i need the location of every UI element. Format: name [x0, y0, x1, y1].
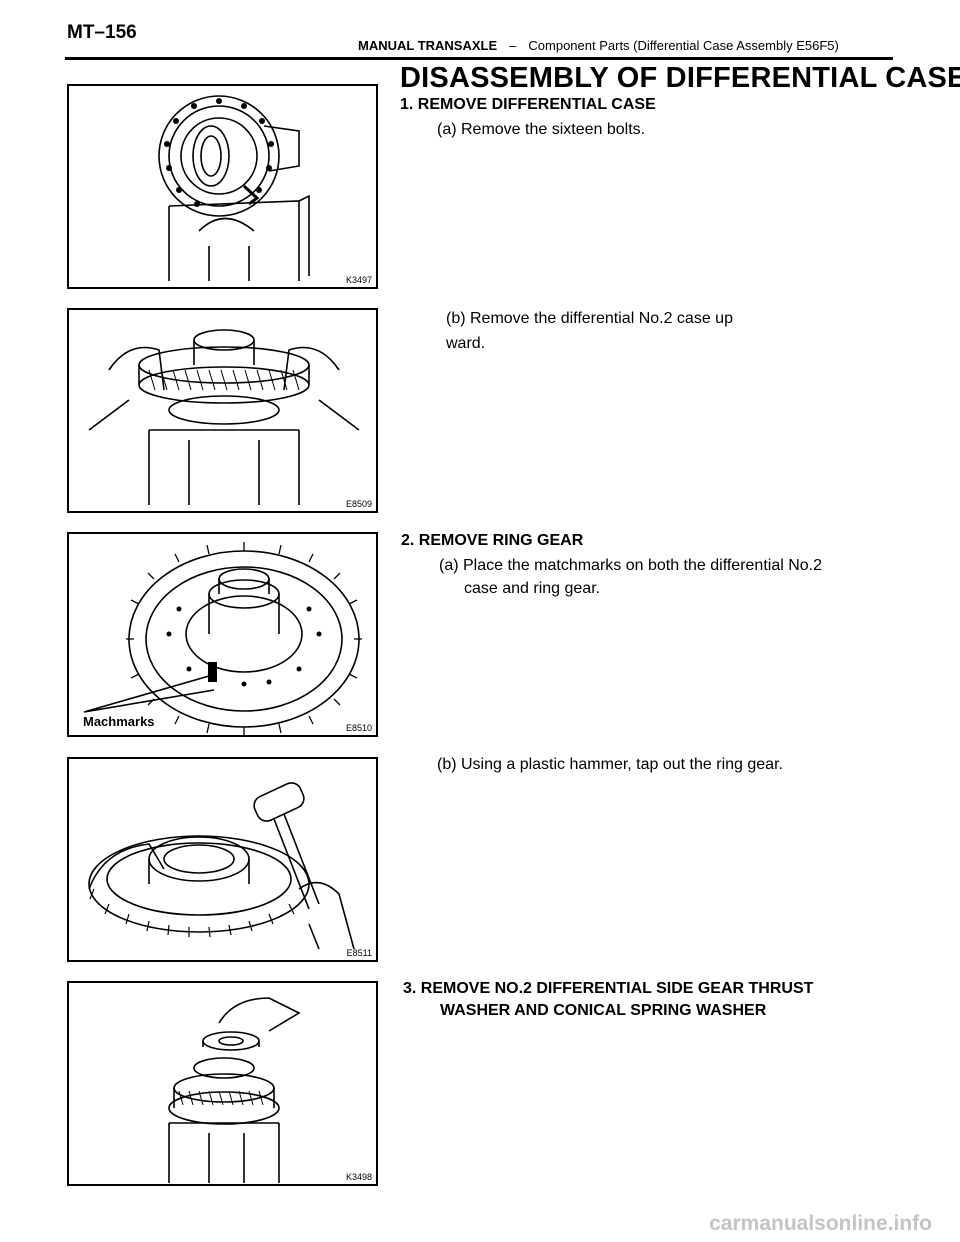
step-1b-text: (b) Remove the differential No.2 case up — [446, 310, 733, 327]
figure-remove-case: E8509 — [67, 308, 378, 513]
plastic-hammer-illustration — [88, 782, 355, 950]
figure-matchmarks: Machmarks E8510 — [67, 532, 378, 737]
header-separator: – — [509, 38, 517, 53]
figure-code: K3498 — [345, 1172, 372, 1182]
step-3-heading-cont: WASHER AND CONICAL SPRING WASHER — [440, 1002, 767, 1019]
watermark: carmanualsonline.info — [709, 1212, 932, 1235]
header-subsection: Component Parts (Differential Case Assem… — [528, 38, 839, 53]
figure-code: E8511 — [346, 948, 372, 958]
figure-code: K3497 — [345, 275, 372, 285]
thrust-washer-illustration — [168, 997, 301, 1183]
page-number: MT–156 — [67, 22, 137, 43]
step-2a-text-cont: case and ring gear. — [464, 580, 601, 597]
figure-code: E8510 — [345, 723, 372, 733]
header-rule — [65, 57, 893, 60]
header-section: MANUAL TRANSAXLE — [358, 38, 498, 53]
step-1b-text-cont: ward. — [446, 335, 486, 352]
figure-remove-washer: K3498 — [67, 981, 378, 1186]
step-2b-text: (b) Using a plastic hammer, tap out the … — [437, 756, 783, 773]
figure-tap-ring-gear: E8511 — [67, 757, 378, 962]
differential-lift-illustration — [88, 329, 360, 505]
step-2-heading: 2. REMOVE RING GEAR — [401, 532, 584, 549]
ring-gear-matchmarks-illustration — [83, 542, 362, 735]
step-2a-text: (a) Place the matchmarks on both the dif… — [439, 557, 823, 574]
page-title: DISASSEMBLY OF DIFFERENTIAL CASE — [400, 62, 960, 94]
step-1-heading: 1. REMOVE DIFFERENTIAL CASE — [400, 96, 656, 113]
running-header: MANUAL TRANSAXLE–Component Parts (Differ… — [358, 38, 839, 53]
step-3-heading: 3. REMOVE NO.2 DIFFERENTIAL SIDE GEAR TH… — [403, 980, 814, 997]
figure-code: E8509 — [345, 499, 372, 509]
matchmarks-label: Machmarks — [83, 714, 155, 729]
step-1a-text: (a) Remove the sixteen bolts. — [437, 121, 646, 138]
differential-bolts-illustration — [158, 95, 310, 281]
figure-remove-bolts: K3497 — [67, 84, 378, 289]
